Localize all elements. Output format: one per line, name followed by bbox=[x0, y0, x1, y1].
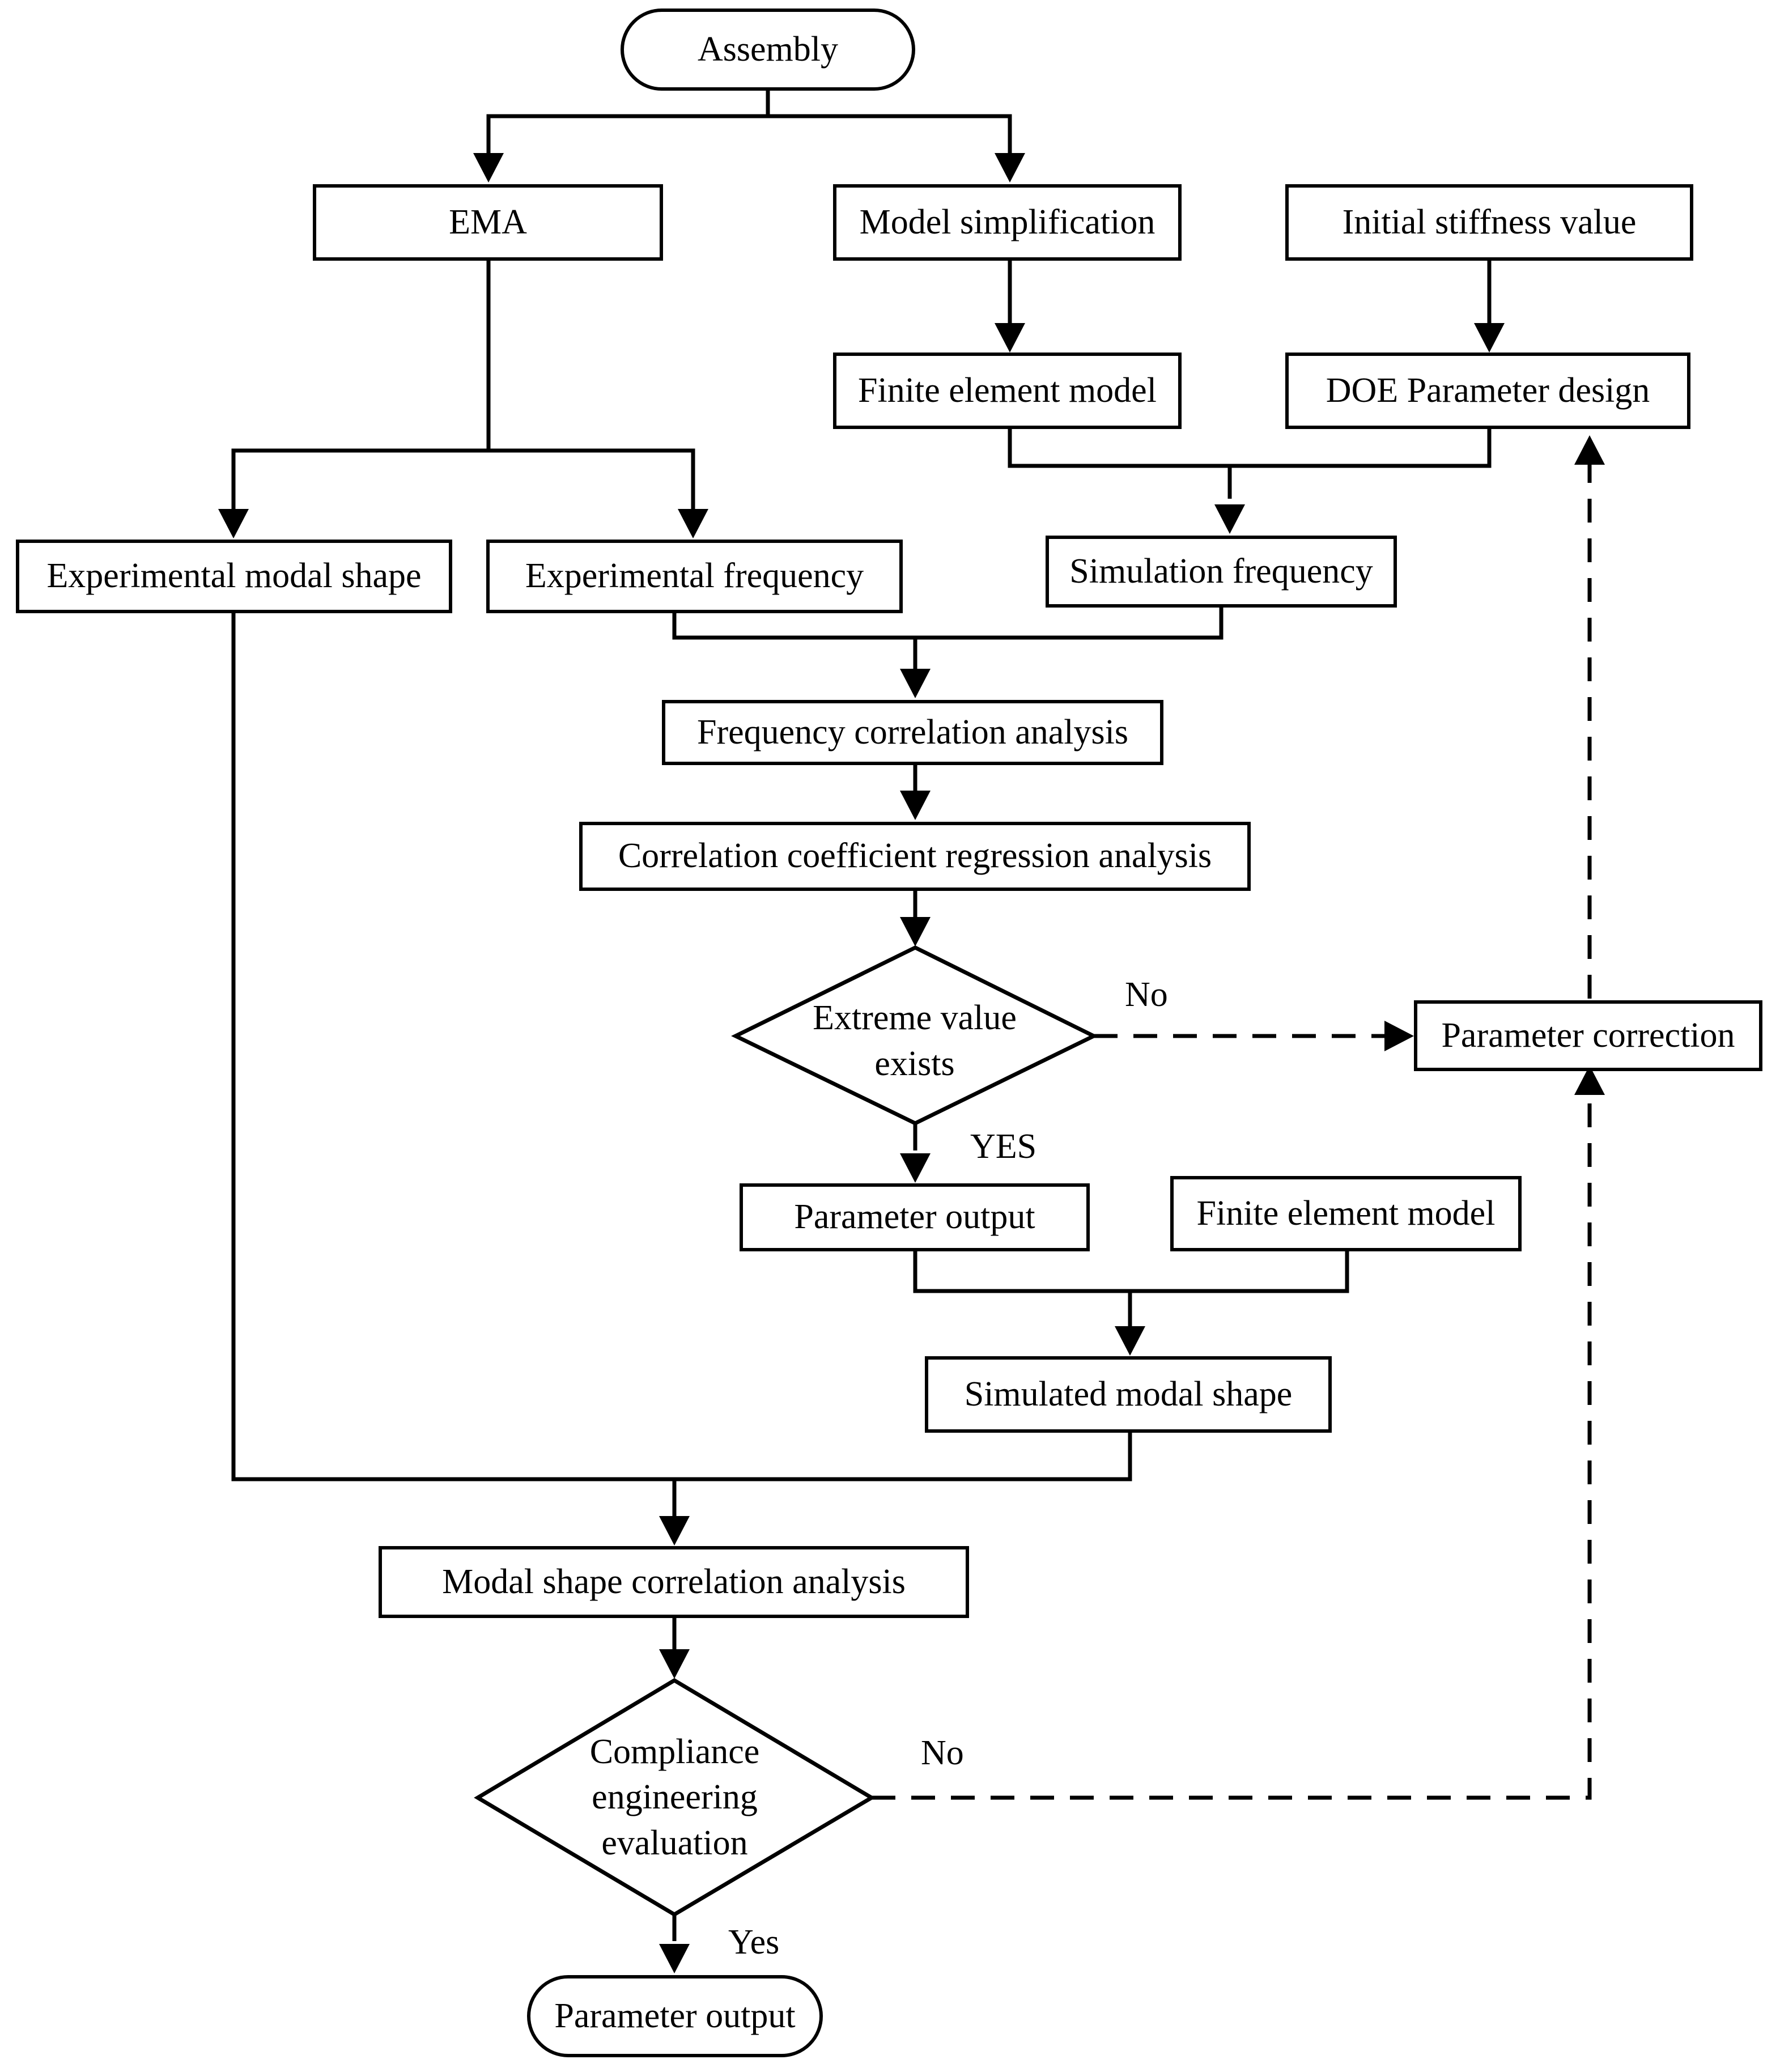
arrowhead bbox=[1574, 1065, 1605, 1095]
arrowhead bbox=[218, 509, 249, 538]
extreme-value-line2: exists bbox=[874, 1045, 955, 1083]
extreme-value-line1: Extreme value bbox=[813, 999, 1017, 1038]
arrowhead bbox=[678, 509, 708, 538]
doe-parameter-design-box: DOE Parameter design bbox=[1285, 353, 1690, 429]
arrowhead bbox=[659, 1944, 690, 1973]
compliance-text: Compliance engineering evaluation bbox=[478, 1680, 872, 1914]
arrowhead bbox=[659, 1649, 690, 1679]
arrowhead bbox=[995, 153, 1025, 182]
parameter-output-mid-box: Parameter output bbox=[740, 1183, 1090, 1251]
parameter-correction-box: Parameter correction bbox=[1414, 1000, 1762, 1071]
diamond-extreme-value bbox=[731, 945, 1098, 1126]
parameter-output-final-terminal: Parameter output bbox=[527, 1975, 823, 2057]
ema-box: EMA bbox=[313, 184, 663, 261]
arrowhead bbox=[659, 1516, 690, 1545]
edge-no-compliance bbox=[872, 1094, 1592, 1800]
diamond-compliance bbox=[474, 1678, 876, 1917]
simulation-frequency-box: Simulation frequency bbox=[1046, 536, 1397, 608]
arrowhead bbox=[1474, 323, 1505, 353]
arrowhead bbox=[1574, 435, 1605, 465]
arrowhead bbox=[473, 153, 504, 182]
finite-element-model-top-box: Finite element model bbox=[833, 353, 1182, 429]
experimental-frequency-box: Experimental frequency bbox=[486, 540, 903, 613]
label-no-extreme: No bbox=[1125, 975, 1168, 1014]
edge-ema-split bbox=[231, 261, 695, 510]
arrowhead bbox=[900, 1153, 931, 1183]
label-yes-extreme: YES bbox=[970, 1127, 1037, 1166]
edge-assembly-split bbox=[486, 91, 1012, 159]
edge-fem-doe-merge bbox=[1008, 429, 1492, 499]
modal-shape-correlation-box: Modal shape correlation analysis bbox=[379, 1546, 969, 1618]
arrowhead bbox=[1115, 1326, 1145, 1356]
arrowhead bbox=[900, 669, 931, 698]
arrowhead bbox=[1214, 504, 1245, 534]
compliance-line1: Compliance bbox=[589, 1732, 760, 1771]
simulated-modal-shape-box: Simulated modal shape bbox=[925, 1356, 1332, 1433]
label-yes-compliance: Yes bbox=[728, 1923, 780, 1961]
edge-paramout-fem-merge bbox=[913, 1251, 1349, 1326]
finite-element-model-mid-box: Finite element model bbox=[1170, 1176, 1522, 1251]
arrowhead bbox=[995, 323, 1025, 353]
experimental-modal-shape-box: Experimental modal shape bbox=[16, 540, 452, 613]
model-simplification-box: Model simplification bbox=[833, 184, 1182, 261]
initial-stiffness-box: Initial stiffness value bbox=[1285, 184, 1693, 261]
compliance-line3: evaluation bbox=[601, 1823, 748, 1862]
edge-expmodal-merge bbox=[231, 613, 1132, 1519]
label-no-compliance: No bbox=[921, 1734, 964, 1772]
frequency-correlation-box: Frequency correlation analysis bbox=[662, 700, 1163, 765]
arrowhead bbox=[1384, 1021, 1414, 1051]
arrowhead bbox=[900, 917, 931, 946]
correlation-regression-box: Correlation coefficient regression analy… bbox=[579, 822, 1251, 891]
compliance-line2: engineering bbox=[592, 1778, 758, 1817]
arrowhead bbox=[900, 791, 931, 820]
edge-freq-merge bbox=[672, 608, 1224, 672]
extreme-value-text: Extreme value exists bbox=[736, 948, 1094, 1123]
assembly-terminal: Assembly bbox=[621, 9, 915, 91]
